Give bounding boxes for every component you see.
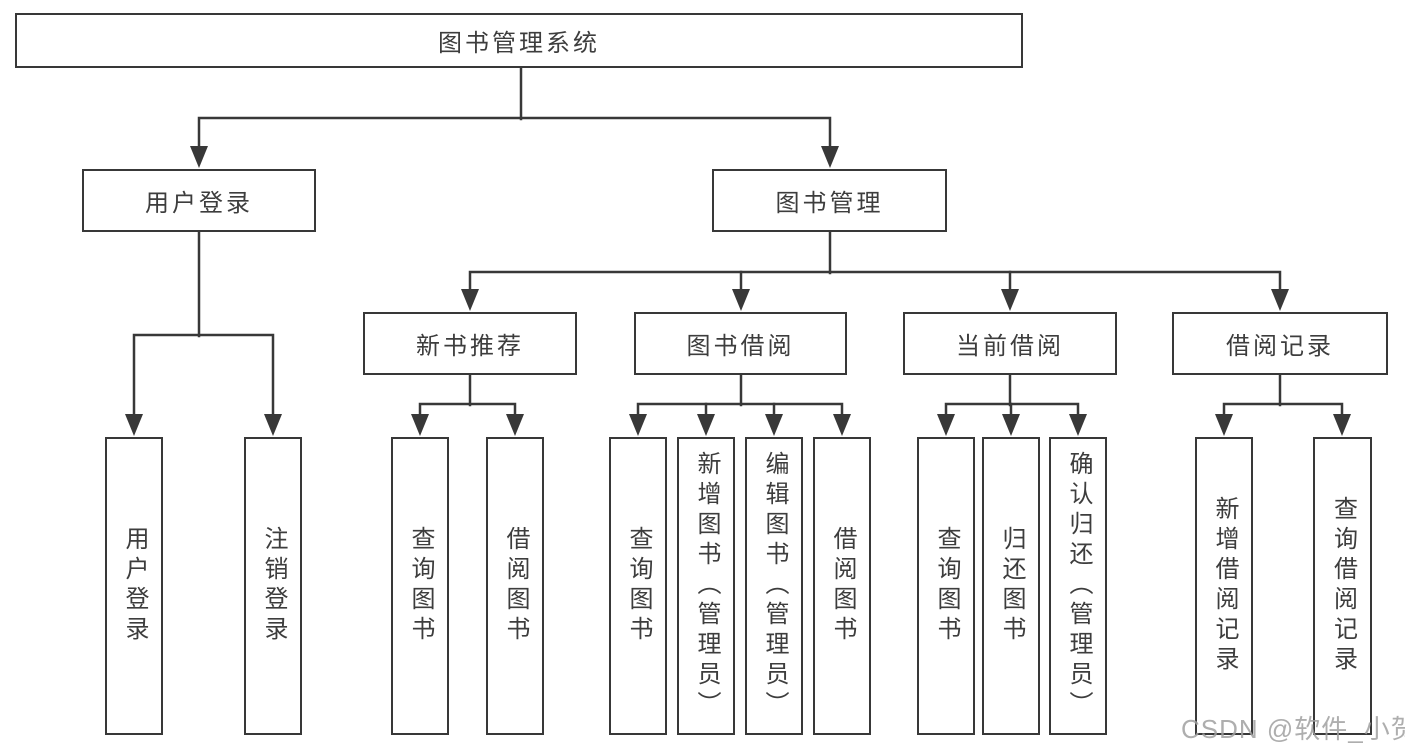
leaf-records-add-record-label: 新增借阅记录 <box>1211 496 1238 676</box>
leaf-current-return-books: 归还图书 <box>982 437 1040 735</box>
node-root-label: 图书管理系统 <box>438 30 600 57</box>
leaf-current-confirm-return-admin-label: 确认归还（管理员） <box>1065 451 1092 721</box>
leaf-borrow-query-books-label: 查询图书 <box>625 526 652 646</box>
leaf-borrow-edit-books-admin-label: 编辑图书（管理员） <box>761 451 788 721</box>
node-root: 图书管理系统 <box>15 13 1023 68</box>
node-book-borrow-label: 图书借阅 <box>686 333 795 360</box>
leaf-user-login-label: 用户登录 <box>121 526 148 646</box>
leaf-records-query-record: 查询借阅记录 <box>1313 437 1372 735</box>
leaf-records-query-record-label: 查询借阅记录 <box>1329 496 1357 676</box>
node-current-borrow: 当前借阅 <box>903 312 1117 375</box>
leaf-logout-label: 注销登录 <box>260 526 287 646</box>
node-borrow-records-label: 借阅记录 <box>1226 333 1334 360</box>
leaf-records-add-record: 新增借阅记录 <box>1195 437 1253 735</box>
leaf-current-return-books-label: 归还图书 <box>998 526 1025 646</box>
node-book-management-label: 图书管理 <box>775 190 884 217</box>
leaf-borrow-edit-books-admin: 编辑图书（管理员） <box>745 437 803 735</box>
node-borrow-records: 借阅记录 <box>1172 312 1388 375</box>
leaf-user-login: 用户登录 <box>105 437 163 735</box>
leaf-borrow-add-books-admin-label: 新增图书（管理员） <box>693 451 720 721</box>
node-user-login: 用户登录 <box>82 169 316 232</box>
arrowheads <box>125 146 1351 436</box>
leaf-borrow-borrow-books: 借阅图书 <box>813 437 871 735</box>
node-current-borrow-label: 当前借阅 <box>956 333 1064 360</box>
leaf-borrow-borrow-books-label: 借阅图书 <box>829 526 856 646</box>
leaf-rec-query-books-label: 查询图书 <box>407 526 434 646</box>
leaf-rec-borrow-books: 借阅图书 <box>486 437 544 735</box>
leaf-borrow-add-books-admin: 新增图书（管理员） <box>677 437 735 735</box>
leaf-current-confirm-return-admin: 确认归还（管理员） <box>1049 437 1107 735</box>
node-new-book-recommend-label: 新书推荐 <box>416 333 524 360</box>
leaf-rec-query-books: 查询图书 <box>391 437 449 735</box>
node-user-login-label: 用户登录 <box>145 190 253 217</box>
leaf-current-query-books: 查询图书 <box>917 437 975 735</box>
csdn-watermark: CSDN @软件_小贺同学 <box>1181 714 1405 744</box>
leaf-logout: 注销登录 <box>244 437 302 735</box>
node-new-book-recommend: 新书推荐 <box>363 312 577 375</box>
node-book-borrow: 图书借阅 <box>634 312 847 375</box>
node-book-management: 图书管理 <box>712 169 947 232</box>
leaf-current-query-books-label: 查询图书 <box>933 526 960 646</box>
leaf-borrow-query-books: 查询图书 <box>609 437 667 735</box>
leaf-rec-borrow-books-label: 借阅图书 <box>502 526 529 646</box>
